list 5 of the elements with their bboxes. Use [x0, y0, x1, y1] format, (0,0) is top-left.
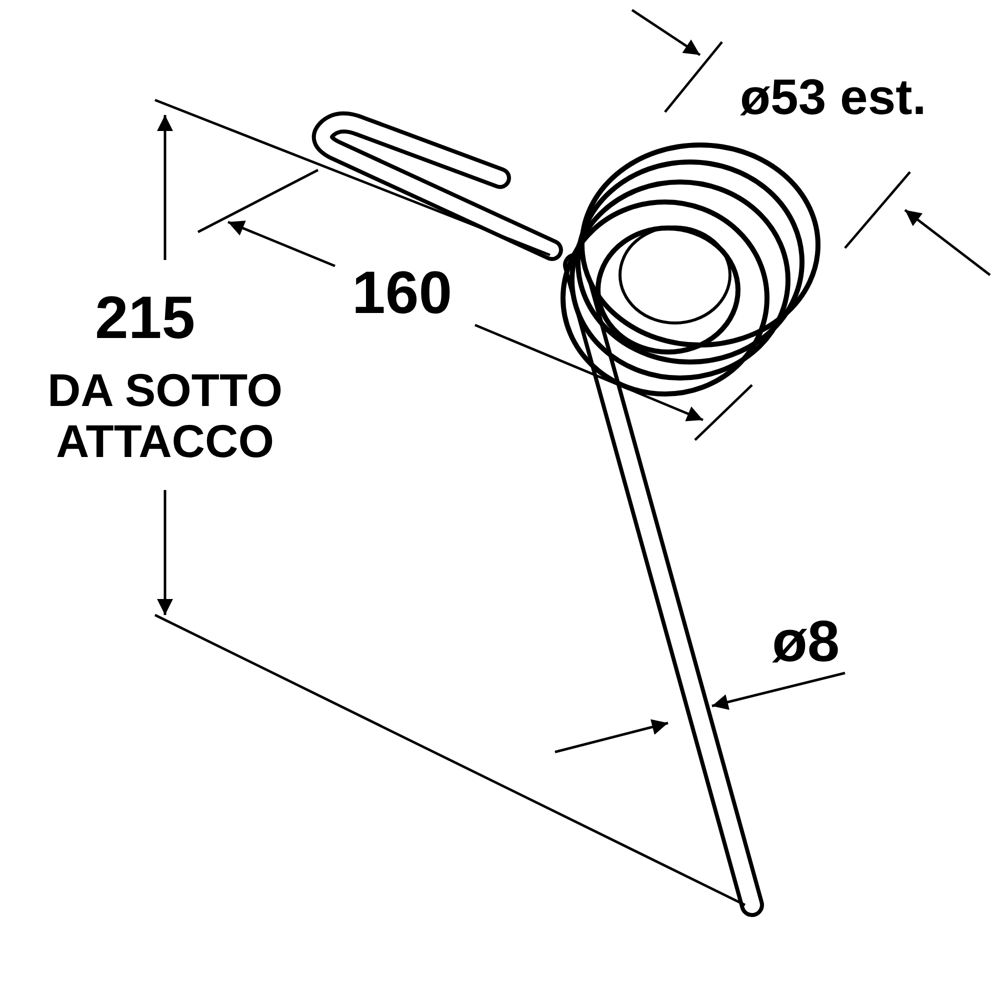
dimension-label: ø8: [772, 610, 840, 674]
dimension-label: 215: [95, 285, 196, 351]
dimension-label: 160: [352, 260, 452, 326]
note-text: DA SOTTO ATTACCO: [46, 365, 284, 466]
dimension-label: ø53 est.: [740, 70, 926, 125]
